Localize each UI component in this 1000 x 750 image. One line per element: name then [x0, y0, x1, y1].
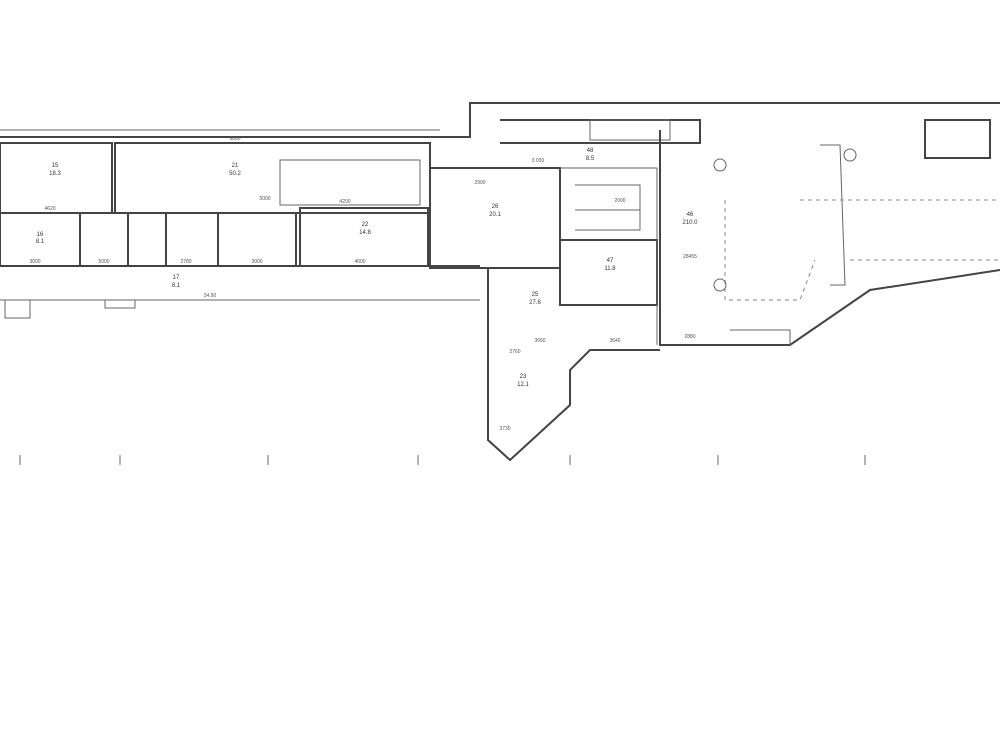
dimension-labels: 4620 9800 3000 5000 2780 3000 4200 4000 …	[29, 136, 697, 432]
room-number: 48	[587, 148, 594, 154]
room-number: 17	[173, 275, 180, 281]
room-number: 22	[362, 222, 369, 228]
room-number: 47	[607, 258, 614, 264]
room-labels: 15 18.3 16 8.1 21 50.2 22 14.8 26 20.1 4…	[36, 148, 698, 388]
dimension: 3 030	[532, 158, 545, 164]
dimension: 9800	[229, 136, 240, 142]
room-area: 11.8	[604, 266, 616, 272]
room-area: 8.1	[36, 239, 45, 245]
room-number: 26	[492, 204, 499, 210]
room-number: 21	[232, 163, 239, 169]
dimension: 28455	[683, 254, 697, 260]
dimension: 3730	[499, 426, 510, 432]
room-area: 8.1	[172, 283, 181, 289]
room-area: 20.1	[489, 212, 501, 218]
dimension: 3000	[29, 259, 40, 265]
dimension: 24.90	[204, 293, 217, 299]
dimension: 2900	[474, 180, 485, 186]
room-number: 23	[520, 374, 527, 380]
dimension: 2760	[509, 349, 520, 355]
room-area: 12.1	[517, 382, 529, 388]
dimension: 5000	[259, 196, 270, 202]
room-number: 25	[532, 292, 539, 298]
walls	[0, 102, 1000, 465]
room-area: 210.0	[682, 220, 698, 226]
dimension: 5000	[98, 259, 109, 265]
dimension: 4200	[339, 199, 350, 205]
room-area: 27.6	[529, 300, 541, 306]
dimension: 4620	[44, 206, 55, 212]
dimension: 3640	[609, 338, 620, 344]
room-area: 50.2	[229, 171, 241, 177]
dimension: 2880	[684, 334, 695, 340]
room-number: 46	[687, 212, 694, 218]
room-number: 16	[37, 232, 44, 238]
room-area: 14.8	[359, 230, 371, 236]
dimension: 2780	[180, 259, 191, 265]
room-area: 8.5	[586, 156, 595, 162]
dimension: 3000	[251, 259, 262, 265]
dimension: 4000	[354, 259, 365, 265]
dimension: 2000	[614, 198, 625, 204]
room-number: 15	[52, 163, 59, 169]
room-area: 18.3	[49, 171, 61, 177]
dimension: 3650	[534, 338, 545, 344]
